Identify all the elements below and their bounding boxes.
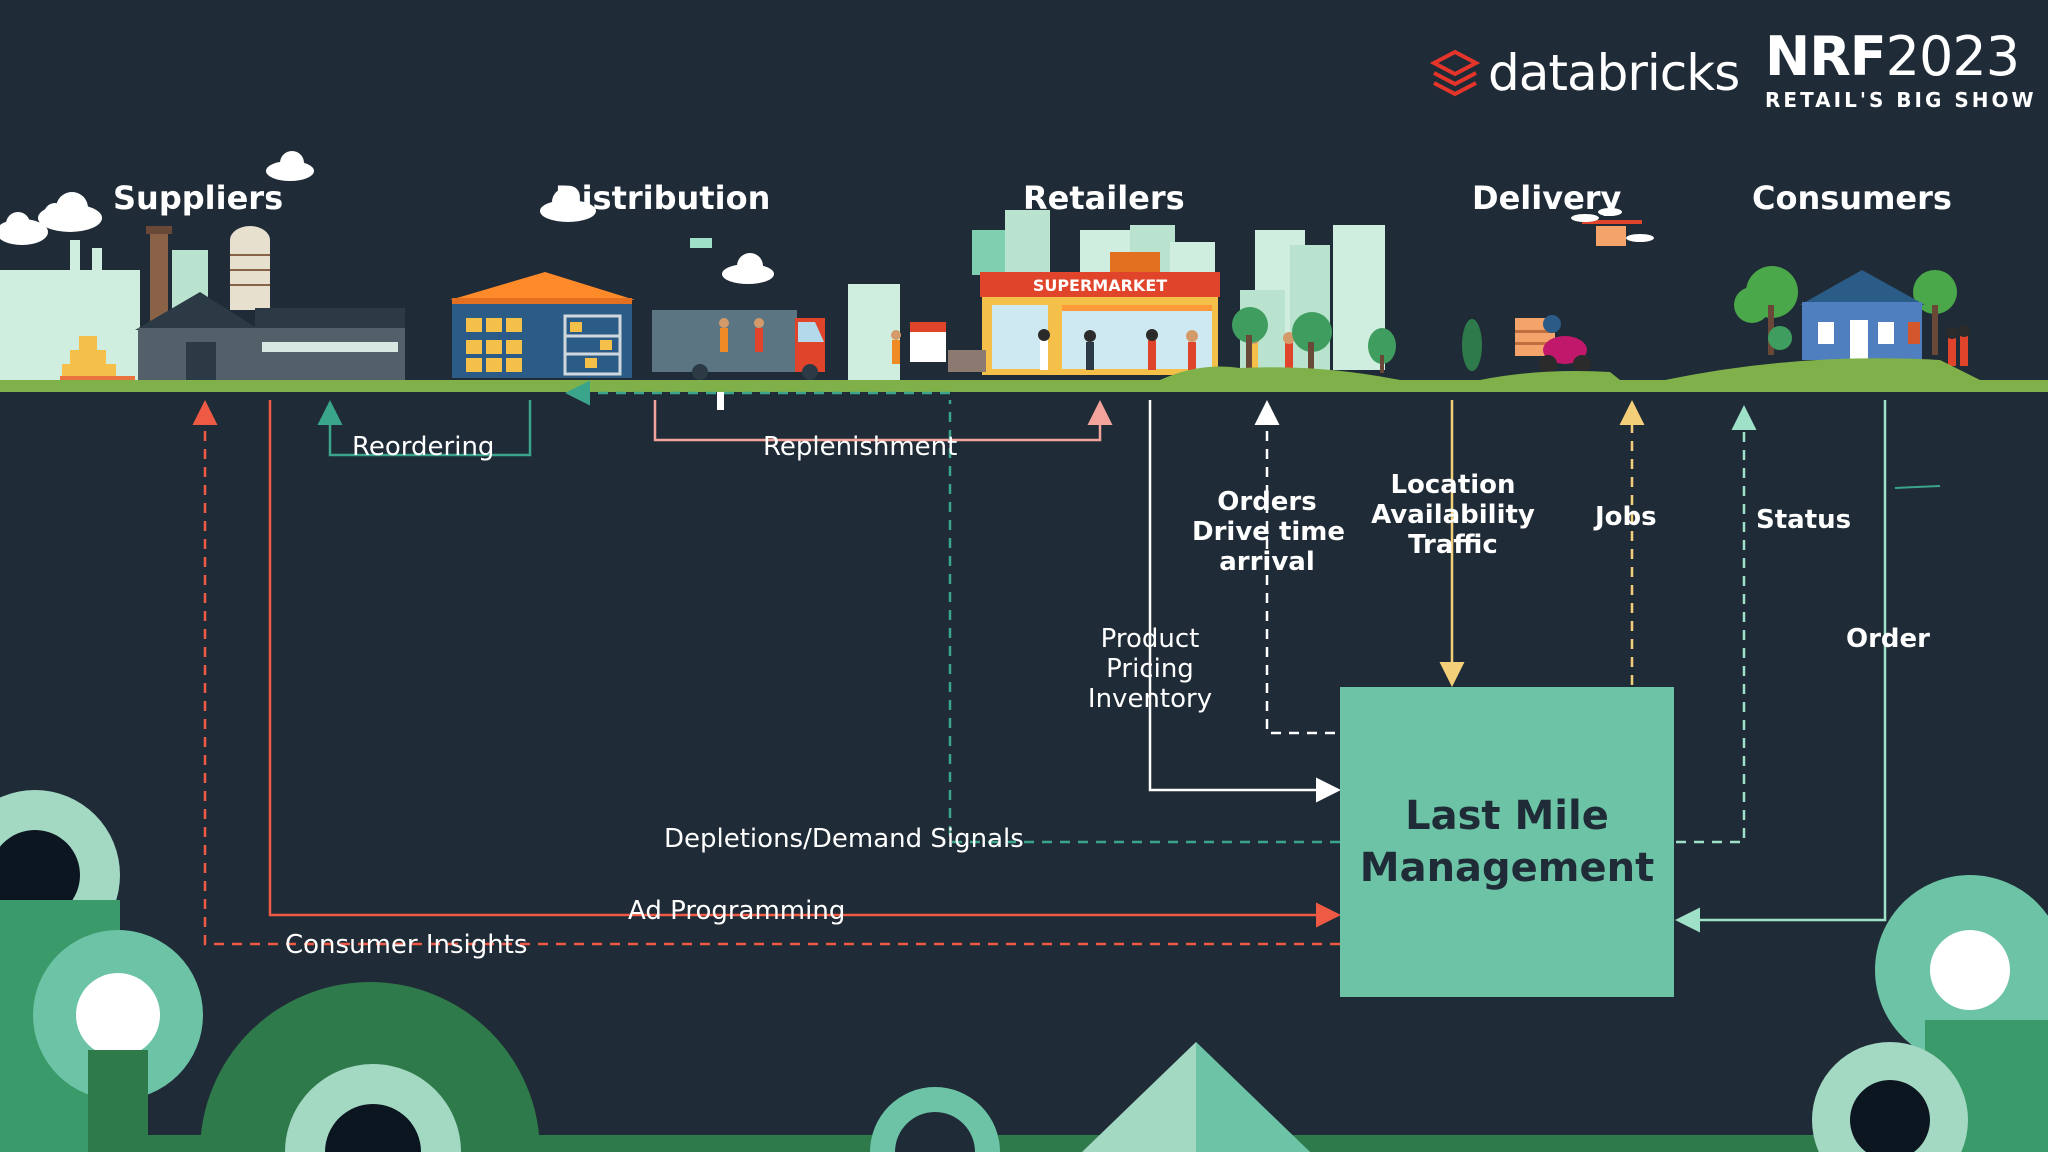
label-availability: Availability <box>1371 499 1535 530</box>
label-product-group: Product Pricing Inventory <box>1070 624 1230 715</box>
reordering-arrow <box>317 400 532 457</box>
label-replenishment: Replenishment <box>763 432 958 462</box>
label-orders-group: Orders Drive time arrival <box>1192 487 1346 578</box>
label-location: Location <box>1390 470 1516 500</box>
label-order: Order <box>1846 624 1930 654</box>
replenishment-arrow <box>653 400 1113 442</box>
label-drive-time: Drive time <box>1192 516 1346 547</box>
ad-programming-arrow <box>268 400 1341 928</box>
marker-tick <box>717 392 724 410</box>
nrf-tagline: RETAIL'S BIG SHOW <box>1765 88 2037 112</box>
depletions-arrow <box>948 400 1340 844</box>
hub-line-2: Management <box>1359 845 1655 891</box>
label-arrival: arrival <box>1219 546 1315 577</box>
consumers-scene <box>1734 266 1970 366</box>
stage-title-retailers: Retailers <box>1023 179 1185 217</box>
stage-title-consumers: Consumers <box>1752 179 1952 217</box>
hub-line-1: Last Mile <box>1405 793 1609 839</box>
nrf-text: NRF <box>1765 25 1887 88</box>
stage-title-suppliers: Suppliers <box>113 179 284 217</box>
ground-line <box>0 380 2048 392</box>
ground-hill <box>1160 366 1400 380</box>
databricks-layers-icon <box>1430 49 1480 97</box>
label-inventory: Inventory <box>1087 683 1213 714</box>
label-reordering: Reordering <box>352 432 495 462</box>
nrf-year: 2023 <box>1885 25 2020 88</box>
retailers-scene: SUPERMARKET <box>891 210 1396 375</box>
supermarket-sign: SUPERMARKET <box>1033 276 1167 295</box>
nrf-logo: NRF2023 RETAIL'S BIG SHOW <box>1765 30 2037 113</box>
ground-hill <box>1665 358 1980 380</box>
orders-arrow <box>1254 400 1335 735</box>
suppliers-scene <box>0 226 405 382</box>
stage-title-distribution: Distribution <box>555 179 771 217</box>
label-consumer-insights: Consumer Insights <box>285 930 528 960</box>
label-product: Product <box>1100 624 1200 654</box>
distribution-scene <box>450 238 900 380</box>
decorative-bottom-shapes <box>0 790 2048 1152</box>
label-orders: Orders <box>1217 487 1317 517</box>
label-ad-programming: Ad Programming <box>628 896 846 926</box>
status-arrow <box>1676 405 1757 844</box>
consumer-insights-arrow <box>192 400 1340 946</box>
product-pricing-arrow <box>1148 400 1341 803</box>
label-pricing: Pricing <box>1106 653 1194 684</box>
label-depletions: Depletions/Demand Signals <box>664 824 1024 854</box>
decorative-dash <box>1894 485 1941 489</box>
order-arrow <box>1675 400 1887 933</box>
databricks-logo: databricks <box>1430 44 1740 102</box>
flow-lines <box>192 380 1941 946</box>
nrf-wordmark: NRF2023 <box>1765 30 2037 84</box>
clouds <box>0 151 774 284</box>
delivery-scene <box>1462 208 1654 373</box>
stage-title-delivery: Delivery <box>1472 179 1622 217</box>
label-jobs: Jobs <box>1595 502 1657 532</box>
ground-hill <box>1480 371 1620 380</box>
label-status: Status <box>1756 505 1852 535</box>
last-mile-management-hub: Last Mile Management <box>1340 687 1674 997</box>
databricks-wordmark: databricks <box>1488 44 1740 102</box>
label-location-group: Location Availability Traffic <box>1368 470 1538 561</box>
label-traffic: Traffic <box>1408 529 1498 560</box>
